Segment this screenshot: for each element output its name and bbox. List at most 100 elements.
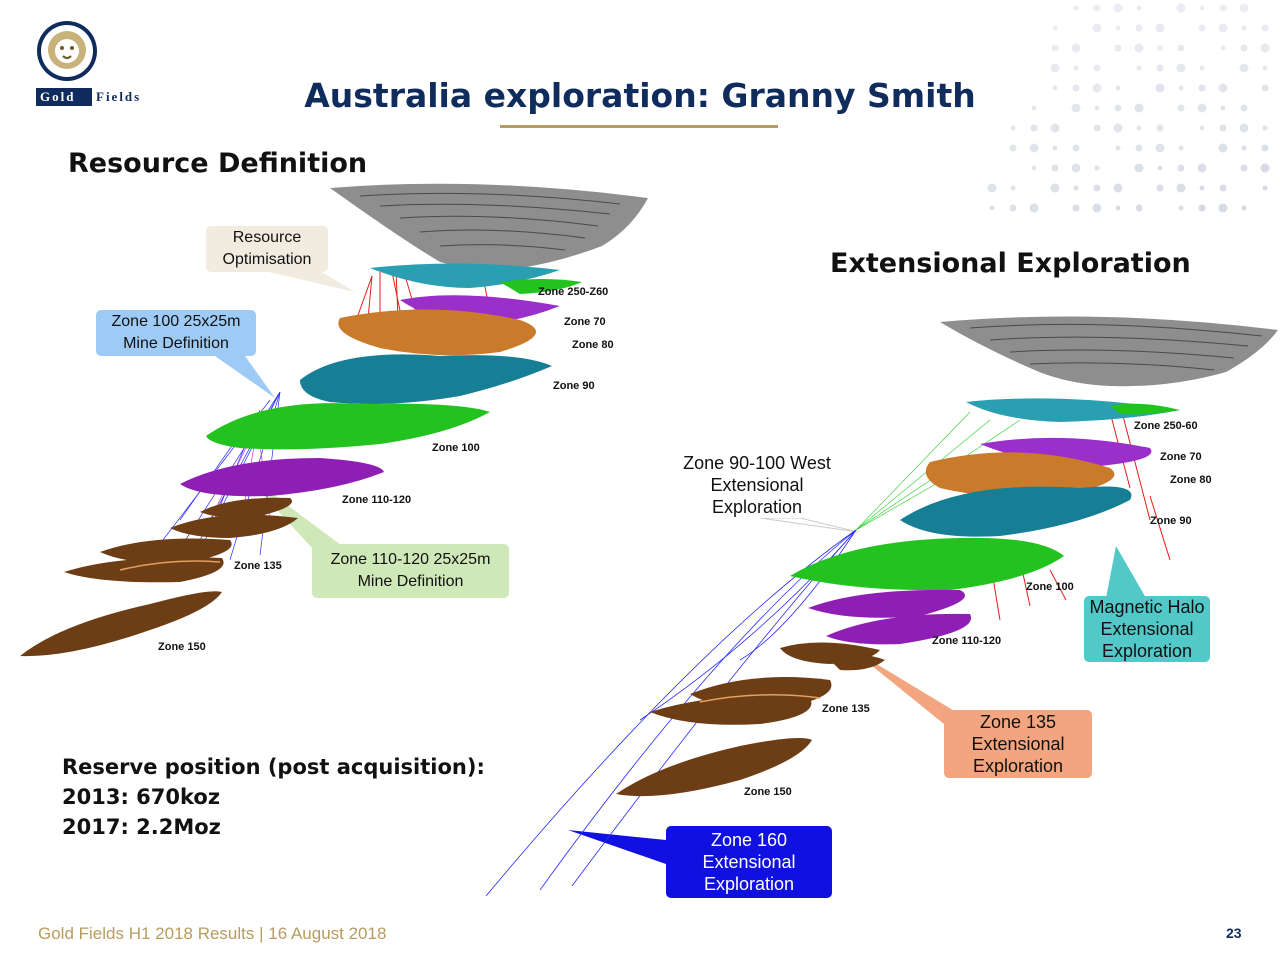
decorative-dot [1094, 105, 1100, 111]
decorative-dot [1198, 24, 1206, 32]
right-label-zone-100: Zone 100 [1026, 581, 1074, 593]
reserve-position-block: Reserve position (post acquisition): 201… [62, 752, 485, 842]
left-label-zone-100: Zone 100 [432, 442, 480, 454]
decorative-dot [1071, 163, 1081, 173]
magnetic-halo-pointer [1106, 546, 1146, 598]
decorative-dot [1050, 183, 1060, 193]
decorative-dot [1220, 45, 1226, 51]
callout-line: Zone 160 [710, 830, 788, 850]
right-orebody-view [485, 316, 1278, 897]
callout-line: Exploration [711, 497, 803, 517]
decorative-dot [1052, 85, 1058, 91]
decorative-dot [1219, 184, 1227, 192]
zone135-extensional-callout: Zone 135 Extensional Exploration [944, 710, 1092, 778]
decorative-dot [1198, 84, 1206, 92]
decorative-dot [1220, 105, 1226, 111]
right-label-zone-135: Zone 135 [822, 703, 870, 715]
decorative-dot [1050, 63, 1060, 73]
decorative-dot [1260, 163, 1270, 173]
decorative-dot [1177, 164, 1185, 172]
decorative-dot [1176, 63, 1186, 73]
decorative-dot [1262, 185, 1268, 191]
decorative-dot [1073, 65, 1079, 71]
decorative-dot [1050, 123, 1060, 133]
decorative-dot [1240, 44, 1248, 52]
right-zone-100 [790, 537, 1064, 591]
decorative-dot [1176, 183, 1186, 193]
decorative-dot [1199, 65, 1205, 71]
logo-word-fields: Fields [96, 89, 142, 104]
decorative-dot [1029, 203, 1039, 213]
decorative-dot [1114, 44, 1122, 52]
decorative-dot [1260, 43, 1270, 53]
decorative-dot [1073, 185, 1079, 191]
gold-fields-wordmark: Gold Fields [36, 88, 170, 106]
right-label-zone-80: Zone 80 [1170, 474, 1212, 486]
right-zone-110 [808, 589, 965, 618]
decorative-dot [1240, 164, 1248, 172]
right-zone-90 [900, 486, 1132, 537]
decorative-dot [1198, 204, 1206, 212]
decorative-dot [1261, 144, 1269, 152]
decorative-dot [1135, 144, 1143, 152]
decorative-dot [1157, 165, 1163, 171]
right-label-zone-250: Zone 250-60 [1134, 420, 1198, 432]
resource-optimisation-pointer [260, 270, 355, 292]
decorative-dot [1115, 25, 1121, 31]
decorative-dot [1135, 24, 1143, 32]
reserve-2017: 2017: 2.2Moz [62, 815, 221, 839]
decorative-dot [1155, 143, 1165, 153]
decorative-dot [1031, 105, 1037, 111]
decorative-dot [1199, 185, 1205, 191]
zone100-mine-definition-callout: Zone 100 25x25m Mine Definition [96, 310, 256, 356]
left-open-pit [330, 183, 648, 269]
decorative-dot [1218, 83, 1228, 93]
callout-line: Extensional [971, 734, 1065, 754]
decorative-dot [1010, 125, 1016, 131]
right-zone-150 [616, 738, 812, 797]
left-zone-90 [300, 354, 552, 404]
decorative-dot [1051, 44, 1059, 52]
decorative-dot [1072, 204, 1080, 212]
magnetic-halo-callout: Magnetic Halo Extensional Exploration [1084, 596, 1210, 662]
decorative-dot [1115, 85, 1121, 91]
decorative-dot [1093, 4, 1101, 12]
left-orebody-view [20, 183, 648, 657]
decorative-dot-pattern [987, 3, 1270, 213]
page-title: Australia exploration: Granny Smith [304, 76, 976, 115]
decorative-dot [1178, 145, 1184, 151]
decorative-dot [1218, 23, 1228, 33]
decorative-dot [1051, 164, 1059, 172]
decorative-dot [1030, 124, 1038, 132]
decorative-dot [1156, 124, 1164, 132]
right-label-zone-70: Zone 70 [1160, 451, 1202, 463]
decorative-dot [989, 205, 995, 211]
decorative-dot [1113, 183, 1123, 193]
callout-line: Exploration [703, 874, 795, 894]
zone100-pointer [215, 356, 275, 398]
title-underline [500, 125, 778, 128]
right-open-pit [940, 316, 1278, 387]
decorative-dot [1071, 103, 1081, 113]
zone110-mine-definition-callout: Zone 110-120 25x25m Mine Definition [312, 544, 509, 598]
callout-line: Exploration [972, 756, 1064, 776]
left-zone-100 [206, 403, 490, 450]
decorative-dot [1134, 43, 1144, 53]
decorative-dot [1218, 203, 1228, 213]
zone160-pointer [568, 830, 666, 864]
decorative-dot [1031, 165, 1037, 171]
left-label-zone-70: Zone 70 [564, 316, 606, 328]
decorative-dot [1073, 5, 1079, 11]
left-label-zone-250: Zone 250-Z60 [538, 286, 609, 298]
footer-text: Gold Fields H1 2018 Results | 16 August … [38, 924, 387, 943]
zone90-100-west-callout: Zone 90-100 West Extensional Exploration [666, 452, 848, 518]
reserve-heading: Reserve position (post acquisition): [62, 755, 485, 779]
decorative-dot [1052, 25, 1058, 31]
decorative-dot [1156, 184, 1164, 192]
decorative-dot [1092, 23, 1102, 33]
callout-line: Extensional [702, 852, 796, 872]
decorative-dot [1155, 83, 1165, 93]
decorative-dot [1261, 84, 1269, 92]
reserve-2013: 2013: 670koz [62, 785, 221, 809]
decorative-dot [1092, 83, 1102, 93]
